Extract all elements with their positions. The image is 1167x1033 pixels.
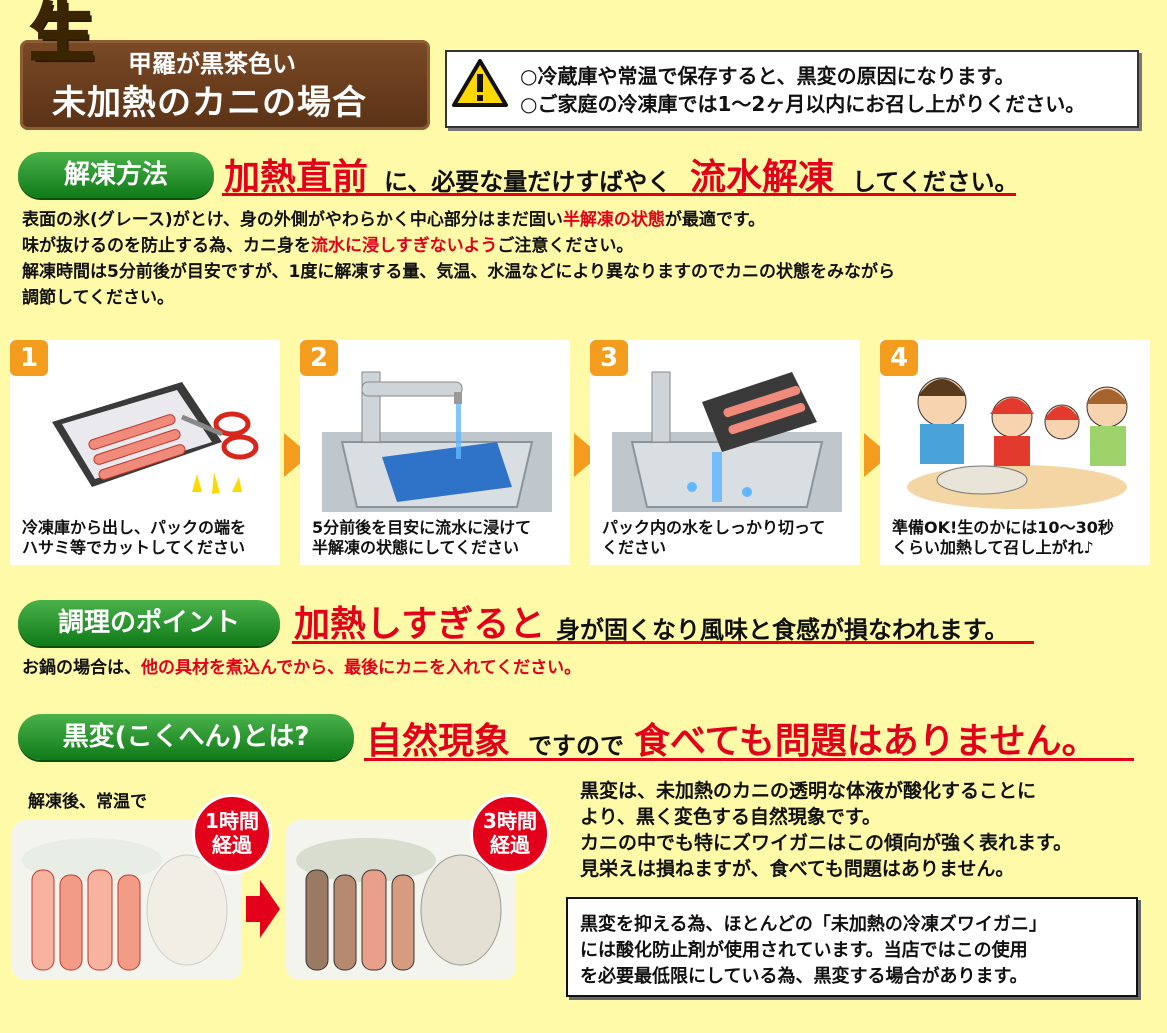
- thaw-paragraph-2: 味が抜けるのを防止する為、カニ身を流水に浸しすぎないようご注意ください。: [22, 236, 634, 256]
- warning-line-2: ○ご家庭の冷凍庫では1〜2ヶ月以内にお召し上がりください。: [520, 92, 1086, 116]
- step-1: 1 冷凍庫から出し、パックの端をハサミ等でカットしてください: [10, 340, 280, 565]
- step-2: 2 5分前後を目安に流水に浸けて半解凍の状態にしてください: [300, 340, 570, 565]
- cooking-heading-underline: [292, 641, 1034, 644]
- note-line-3: を必要最低限にしている為、黒変する場合があります。: [580, 966, 1028, 987]
- header-title: 未加熱のカニの場合: [52, 83, 367, 123]
- warning-box: [445, 50, 1139, 128]
- blackening-pill: 黒変(こくへん)とは?: [18, 714, 354, 760]
- photo-label: 解凍後、常温で: [28, 792, 147, 812]
- warning-line-1: ○冷蔵庫や常温で保存すると、黒変の原因になります。: [520, 64, 1015, 88]
- step-caption: 冷凍庫から出し、パックの端をハサミ等でカットしてください: [22, 518, 247, 557]
- blackening-desc-2: より、黒く変色する自然現象です。: [580, 806, 881, 828]
- blackening-desc-3: カニの中でも特にズワイガニはこの傾向が強く表れます。: [580, 832, 1073, 854]
- note-line-2: には酸化防止剤が使用されています。当店ではこの使用: [580, 940, 1028, 961]
- header-sign: [20, 40, 430, 130]
- blackening-heading-red-1: 自然現象: [366, 721, 511, 762]
- note-line-1: 黒変を抑える為、ほとんどの「未加熱の冷凍ズワイガニ」: [580, 914, 1047, 935]
- step-caption: パック内の水をしっかり切ってください: [602, 518, 826, 557]
- drain-water-illustration: [612, 371, 842, 512]
- badge-3-hours: 3時間経過: [470, 794, 550, 874]
- blackening-desc-4: 見栄えは損ねますが、食べても問題はありません。: [580, 858, 1015, 880]
- family-hotpot-illustration: [907, 377, 1128, 509]
- step-number: 1: [10, 340, 48, 376]
- arrow-right-icon: [246, 880, 280, 938]
- thaw-method-pill: 解凍方法: [18, 152, 214, 198]
- faucet-illustration: [322, 371, 552, 512]
- cooking-point-pill: 調理のポイント: [18, 600, 280, 646]
- warning-icon: [452, 59, 508, 107]
- step-3: 3 パック内の水をしっかり切ってください: [590, 340, 860, 565]
- thaw-paragraph-1: 表面の氷(グレース)がとけ、身の外側がやわらかく中心部分はまだ固い半解凍の状態が…: [22, 210, 766, 230]
- cooking-heading-red: 加熱しすぎると: [294, 604, 546, 645]
- header-subtitle: 甲羅が黒茶色い: [128, 50, 296, 78]
- cooking-paragraph: お鍋の場合は、他の具材を煮込んでから、最後にカニを入れてください。: [22, 658, 582, 678]
- nama-character: 生: [29, 0, 96, 71]
- blackening-heading-underline: [364, 758, 1134, 761]
- step-caption: 準備OK!生のかには10〜30秒くらい加熱して召し上がれ♪: [892, 518, 1114, 557]
- blackening-heading-black: ですので: [528, 732, 624, 760]
- thaw-paragraph-3: 解凍時間は5分前後が目安ですが、1度に解凍する量、気温、水温などにより異なります…: [22, 262, 895, 282]
- step-caption: 5分前後を目安に流水に浸けて半解凍の状態にしてください: [312, 518, 532, 557]
- step-4: 4 準備OK!生のかには10〜30秒くらい加熱して召し上がれ♪: [880, 340, 1150, 565]
- step-number: 3: [590, 340, 628, 376]
- thaw-heading-red-2: 流水解凍: [690, 157, 835, 198]
- thaw-heading-black-1: に、必要な量だけすばやく: [384, 168, 672, 196]
- badge-1-hour: 1時間経過: [192, 794, 272, 874]
- cut-pack-illustration: [52, 382, 259, 494]
- blackening-desc-1: 黒変は、未加熱のカニの透明な体液が酸化することに: [580, 780, 1037, 802]
- thaw-heading-black-2: してください。: [852, 168, 1019, 196]
- blackening-heading-red-2: 食べても問題はありません。: [634, 721, 1098, 762]
- antioxidant-note-box: [566, 897, 1138, 997]
- cooking-heading-black: 身が固くなり風味と食感が損なわれます。: [556, 616, 1009, 644]
- thaw-heading-underline: [222, 193, 1016, 196]
- thaw-heading-red-1: 加熱直前: [224, 157, 369, 198]
- step-number: 4: [880, 340, 918, 376]
- step-number: 2: [300, 340, 338, 376]
- thaw-paragraph-4: 調節してください。: [22, 288, 174, 308]
